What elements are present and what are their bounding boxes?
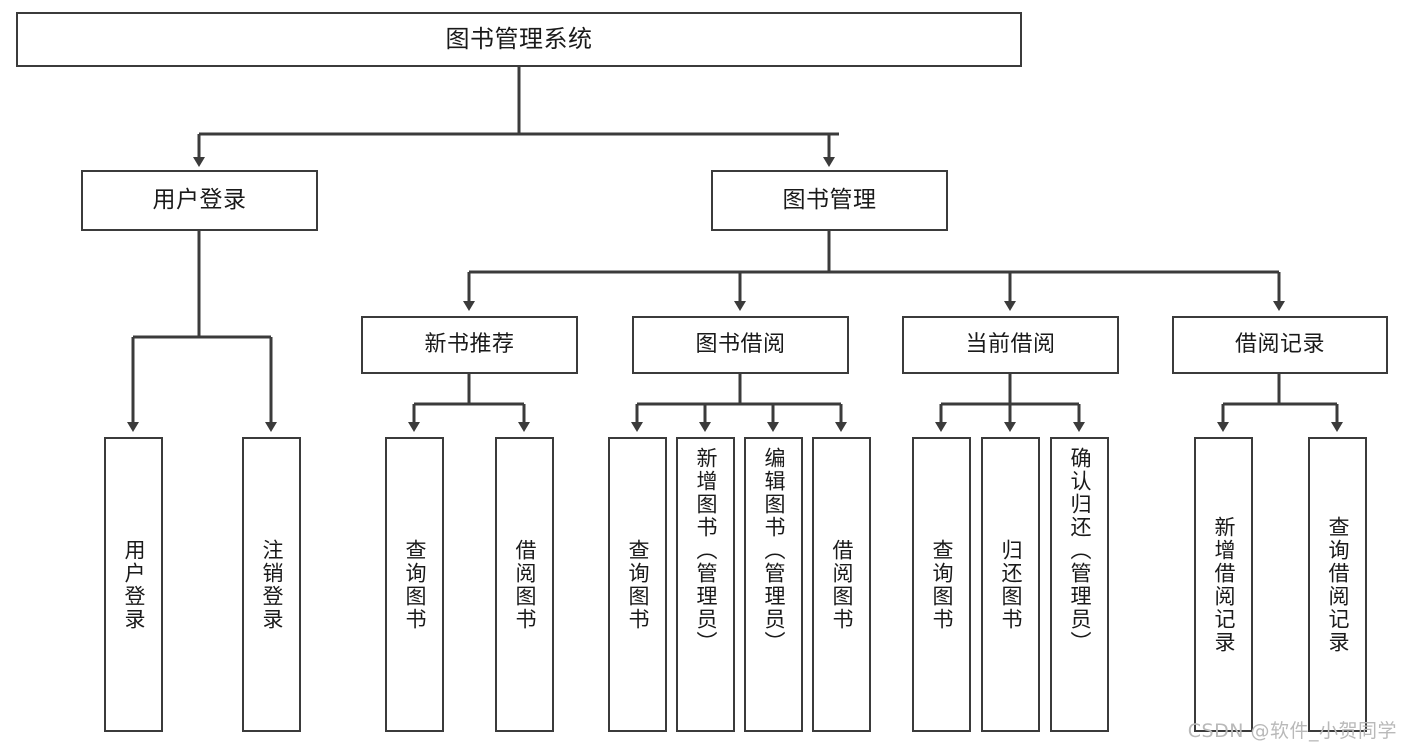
node-book-management[interactable]: 图书管理 — [711, 170, 948, 231]
node-borrow-record-label: 借阅记录 — [1234, 332, 1325, 358]
node-leaf-user-login-label: 用户登录 — [122, 538, 146, 631]
node-leaf-confirm-return[interactable]: 确认归还（管理员） — [1050, 437, 1109, 732]
node-leaf-query-book-2-label: 查询图书 — [626, 538, 650, 631]
node-leaf-borrow-book-2-label: 借阅图书 — [830, 538, 854, 631]
node-leaf-query-book-2[interactable]: 查询图书 — [608, 437, 667, 732]
node-book-management-label: 图书管理 — [782, 187, 877, 214]
node-root-label: 图书管理系统 — [445, 24, 593, 53]
node-leaf-add-record[interactable]: 新增借阅记录 — [1194, 437, 1253, 732]
node-leaf-user-logout-label: 注销登录 — [260, 538, 284, 631]
node-leaf-query-book-1-label: 查询图书 — [403, 538, 427, 631]
node-leaf-query-record[interactable]: 查询借阅记录 — [1308, 437, 1367, 732]
node-leaf-borrow-book-2[interactable]: 借阅图书 — [812, 437, 871, 732]
node-leaf-edit-book[interactable]: 编辑图书（管理员） — [744, 437, 803, 732]
node-current-borrow-label: 当前借阅 — [965, 332, 1056, 358]
node-leaf-query-book-3[interactable]: 查询图书 — [912, 437, 971, 732]
node-leaf-add-record-label: 新增借阅记录 — [1212, 515, 1236, 654]
node-leaf-add-book-label: 新增图书（管理员） — [694, 447, 718, 654]
node-leaf-query-book-1[interactable]: 查询图书 — [385, 437, 444, 732]
node-user-login[interactable]: 用户登录 — [81, 170, 318, 231]
node-borrow-record[interactable]: 借阅记录 — [1172, 316, 1388, 374]
node-leaf-confirm-return-label: 确认归还（管理员） — [1068, 447, 1092, 654]
node-leaf-add-book[interactable]: 新增图书（管理员） — [676, 437, 735, 732]
node-leaf-borrow-book-1-label: 借阅图书 — [513, 538, 537, 631]
node-user-login-label: 用户登录 — [152, 187, 247, 214]
node-leaf-user-login[interactable]: 用户登录 — [104, 437, 163, 732]
node-leaf-borrow-book-1[interactable]: 借阅图书 — [495, 437, 554, 732]
node-leaf-return-book[interactable]: 归还图书 — [981, 437, 1040, 732]
node-leaf-edit-book-label: 编辑图书（管理员） — [762, 447, 786, 654]
node-new-book-recommend-label: 新书推荐 — [424, 332, 515, 358]
node-leaf-query-book-3-label: 查询图书 — [930, 538, 954, 631]
node-root[interactable]: 图书管理系统 — [16, 12, 1022, 67]
node-leaf-query-record-label: 查询借阅记录 — [1326, 515, 1350, 654]
node-leaf-user-logout[interactable]: 注销登录 — [242, 437, 301, 732]
node-book-borrow-label: 图书借阅 — [695, 332, 786, 358]
node-book-borrow[interactable]: 图书借阅 — [632, 316, 849, 374]
node-current-borrow[interactable]: 当前借阅 — [902, 316, 1119, 374]
node-new-book-recommend[interactable]: 新书推荐 — [361, 316, 578, 374]
node-leaf-return-book-label: 归还图书 — [999, 538, 1023, 631]
